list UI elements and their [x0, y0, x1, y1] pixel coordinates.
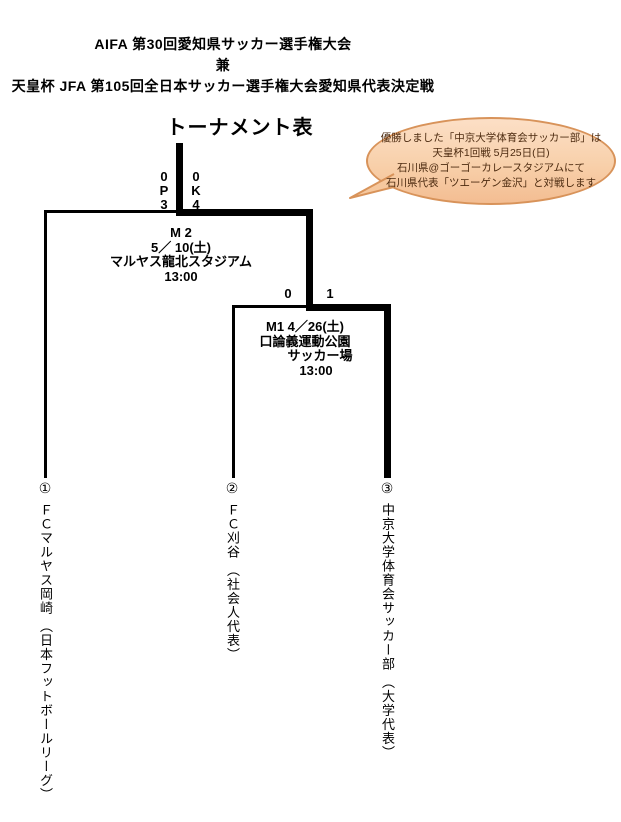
final-score-right-goals: 0	[192, 169, 200, 184]
announcement-line-4: 石川県代表「ツエーゲン金沢」と対戦します	[386, 177, 596, 189]
team-2-drop-line	[232, 305, 235, 478]
final-match-venue: マルヤス龍北スタジアム	[109, 254, 253, 269]
team-3-drop-line	[384, 304, 391, 478]
final-line-right-thick	[176, 209, 313, 216]
announcement-bubble	[366, 117, 616, 205]
seed-badge-3: ③	[380, 480, 394, 496]
semi-winner-riser-line	[306, 209, 313, 311]
announcement-text: 優勝しました「中京大学体育会サッカー部」は 天皇杯1回戦 5月25日(日) 石川…	[366, 117, 616, 205]
champion-riser-line	[176, 143, 183, 216]
semi-match-time: 13:00	[299, 362, 333, 378]
semi-line-right-thick	[306, 304, 391, 311]
semi-match-venue-2: サッカー場	[287, 348, 353, 363]
team-3-name: 中京大学体育会サッカー部 （大学代表）	[380, 503, 395, 760]
final-score-left-p: P	[159, 183, 169, 198]
final-match-id: M 2	[170, 225, 192, 240]
final-score-right-stack: 0 K 4	[182, 170, 210, 212]
announcement-line-3: 石川県@ゴーゴーカレースタジアムにて	[397, 162, 585, 174]
final-match-date: 5／ 10(土)	[151, 239, 211, 255]
final-score-left-stack: 0 P 3	[150, 170, 178, 212]
team-1-name: ＦＣマルヤス岡崎 （日本フットボールリーグ）	[38, 503, 53, 802]
team-2-name: ＦＣ刈谷 （社会人代表）	[225, 503, 240, 662]
team-1-drop-line	[44, 210, 47, 478]
bracket-title: トーナメント表	[166, 117, 314, 139]
final-line-left-thin	[44, 210, 176, 213]
final-match-time: 13:00	[164, 268, 198, 284]
semi-score-left: 0	[284, 286, 292, 301]
semi-match-label: M1 4／26(土) 口論義運動公園 サッカー場 13:00	[235, 319, 375, 378]
seed-badge-2: ②	[225, 480, 239, 496]
final-score-left-pk: 3	[160, 197, 168, 212]
seed-badge-1: ①	[38, 480, 52, 496]
title-line-2: 兼	[215, 57, 231, 73]
final-score-right-k: K	[191, 183, 201, 198]
announcement-bubble-tail	[349, 173, 395, 199]
announcement-line-2: 天皇杯1回戦 5月25日(日)	[432, 147, 550, 159]
semi-match-venue: 口論義運動公園	[259, 333, 351, 349]
title-line-1: AIFA 第30回愛知県サッカー選手権大会	[94, 36, 352, 52]
final-match-label: M 2 5／ 10(土) マルヤス龍北スタジアム 13:00	[81, 225, 281, 284]
final-score-right-pk: 4	[192, 197, 200, 212]
final-score-left-goals: 0	[160, 169, 168, 184]
semi-line-left-thin	[232, 305, 306, 308]
semi-match-id-date: M1 4／26(土)	[265, 319, 345, 334]
announcement-line-1: 優勝しました「中京大学体育会サッカー部」は	[380, 132, 602, 144]
semi-score-right: 1	[326, 286, 334, 301]
title-block: AIFA 第30回愛知県サッカー選手権大会 兼 天皇杯 JFA 第105回全日本…	[0, 34, 446, 97]
title-line-3: 天皇杯 JFA 第105回全日本サッカー選手権大会愛知県代表決定戦	[11, 78, 435, 94]
